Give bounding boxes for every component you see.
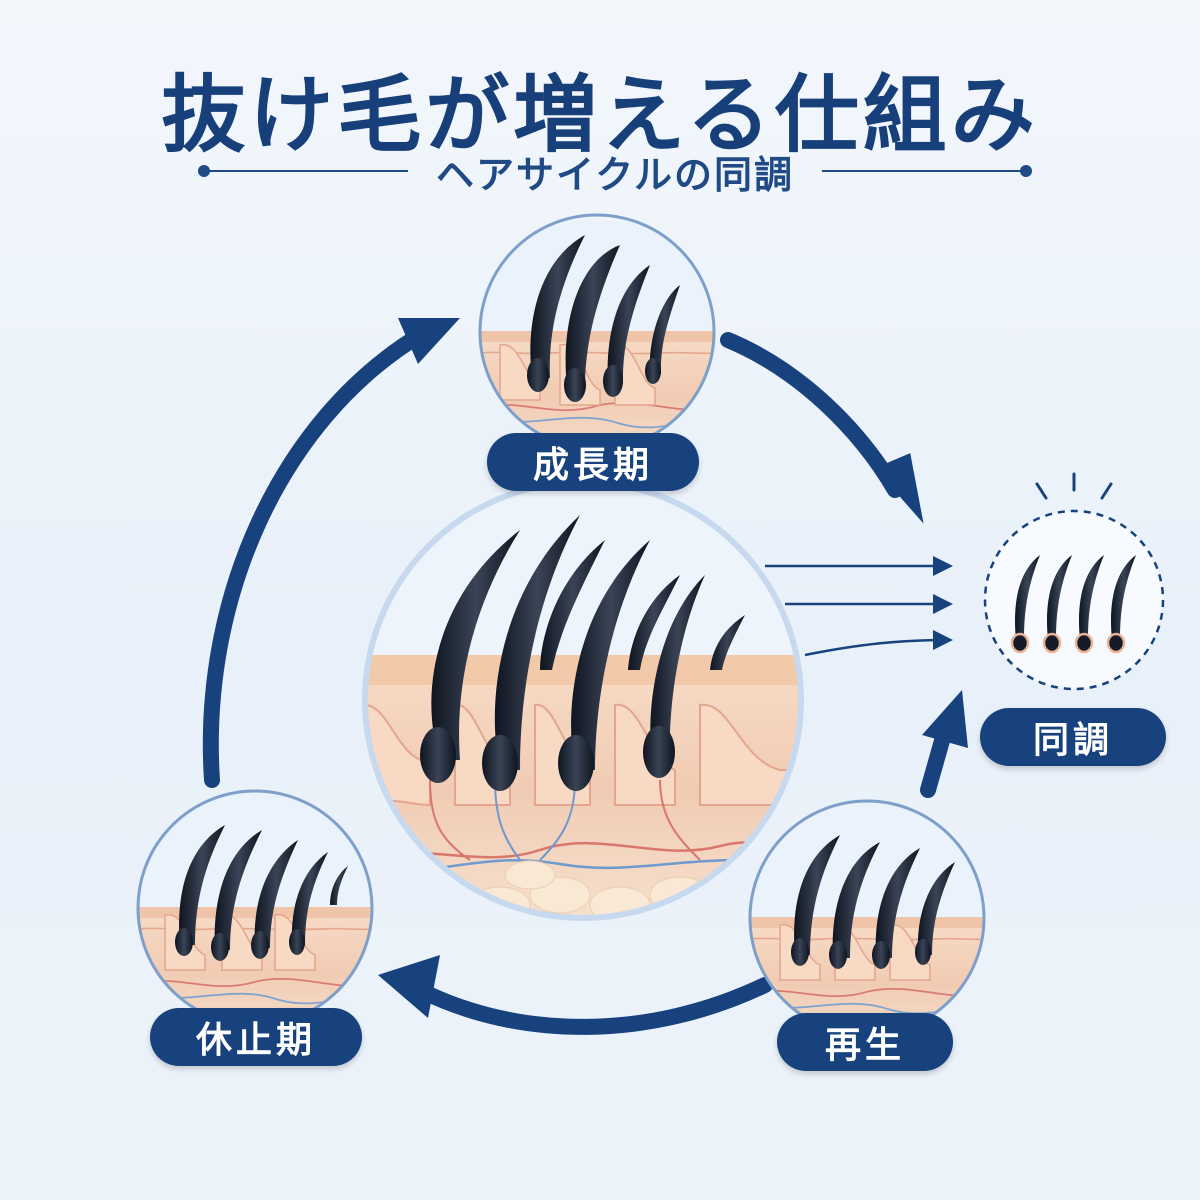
cycle-arrow-head bbox=[874, 453, 924, 524]
cycle-arrow-icon bbox=[720, 332, 903, 498]
sync-stage-label: 同調 bbox=[980, 708, 1166, 766]
hair-follicle-icon bbox=[1015, 555, 1136, 640]
subtitle: ヘアサイクルの同調 bbox=[435, 152, 795, 197]
subtitle-line-left bbox=[198, 165, 408, 177]
burst-icon bbox=[1035, 472, 1113, 500]
subtitle-row: ヘアサイクルの同調 bbox=[198, 146, 1033, 197]
regen-stage-circle bbox=[748, 799, 986, 1037]
rest-stage-label: 休止期 bbox=[150, 1008, 362, 1066]
rest-stage-circle bbox=[136, 789, 374, 1027]
center-skin-circle bbox=[362, 479, 804, 921]
page-title: 抜け毛が増える仕組み bbox=[161, 66, 1039, 164]
cycle-arrow-icon bbox=[202, 327, 428, 788]
cycle-arrow-head bbox=[398, 318, 460, 364]
regen-stage-label: 再生 bbox=[777, 1013, 953, 1071]
sync-circle bbox=[983, 472, 1165, 691]
subtitle-line-right bbox=[822, 165, 1033, 177]
cycle-arrow-head bbox=[378, 955, 440, 1018]
sync-flow-arrows bbox=[765, 556, 953, 657]
growth-stage-circle bbox=[478, 213, 716, 451]
line-dot bbox=[1020, 165, 1033, 177]
cycle-arrow-icon bbox=[412, 977, 773, 1035]
line-dot bbox=[198, 165, 210, 177]
growth-stage-label: 成長期 bbox=[487, 433, 699, 491]
cycle-arrow-head bbox=[922, 690, 968, 748]
